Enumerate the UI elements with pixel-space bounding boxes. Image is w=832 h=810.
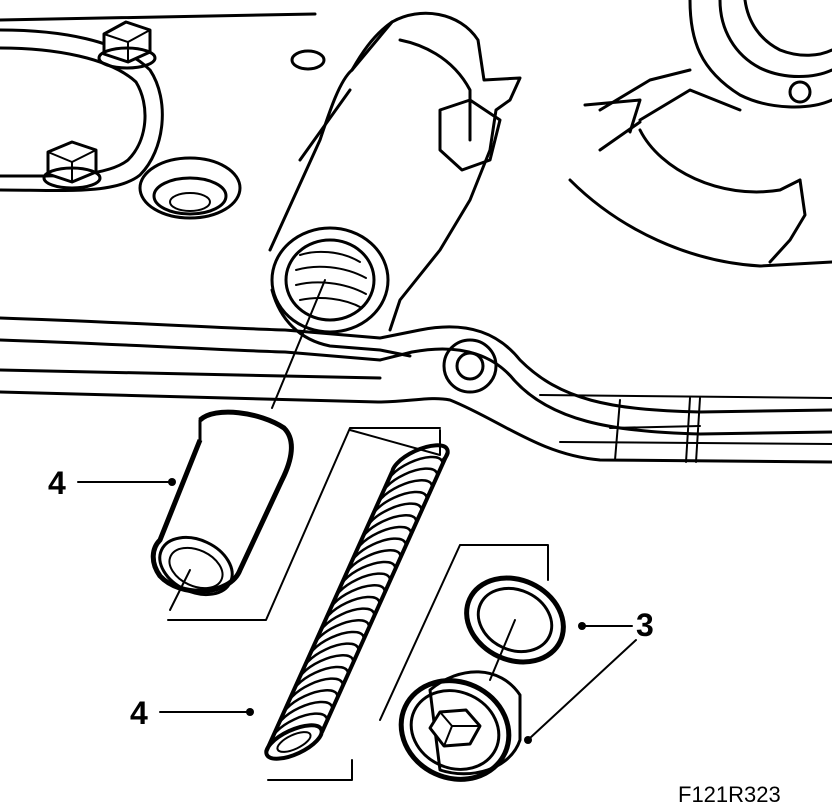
callout-spring: 4 — [130, 695, 254, 731]
callout-sleeve: 4 — [48, 465, 176, 501]
sleeve-outline-frame — [167, 427, 441, 621]
spring-edge — [264, 471, 394, 753]
transmission-housing — [0, 12, 832, 464]
callout-label: 4 — [48, 465, 66, 501]
pump-housing-bowl — [568, 0, 832, 268]
figure-reference: F121R323 — [678, 782, 781, 807]
hex-socket-plug-part — [398, 670, 522, 782]
spring-end-bore — [276, 731, 312, 753]
sleeve-leader — [271, 279, 326, 409]
spring-part — [264, 443, 450, 761]
hex-bolt-upper — [97, 20, 157, 70]
callout-label: 4 — [130, 695, 148, 731]
hex-bolt-lower — [42, 140, 102, 190]
spring-outline-frame — [267, 429, 441, 781]
callout-plug-seal: 3 — [524, 607, 654, 744]
spring-edge — [320, 451, 450, 733]
valve-bore-tower — [268, 11, 522, 358]
seal-ring-part — [464, 575, 566, 665]
callout-label: 3 — [636, 607, 654, 643]
sleeve-part — [150, 409, 294, 597]
plug-outline-frame — [379, 544, 549, 721]
